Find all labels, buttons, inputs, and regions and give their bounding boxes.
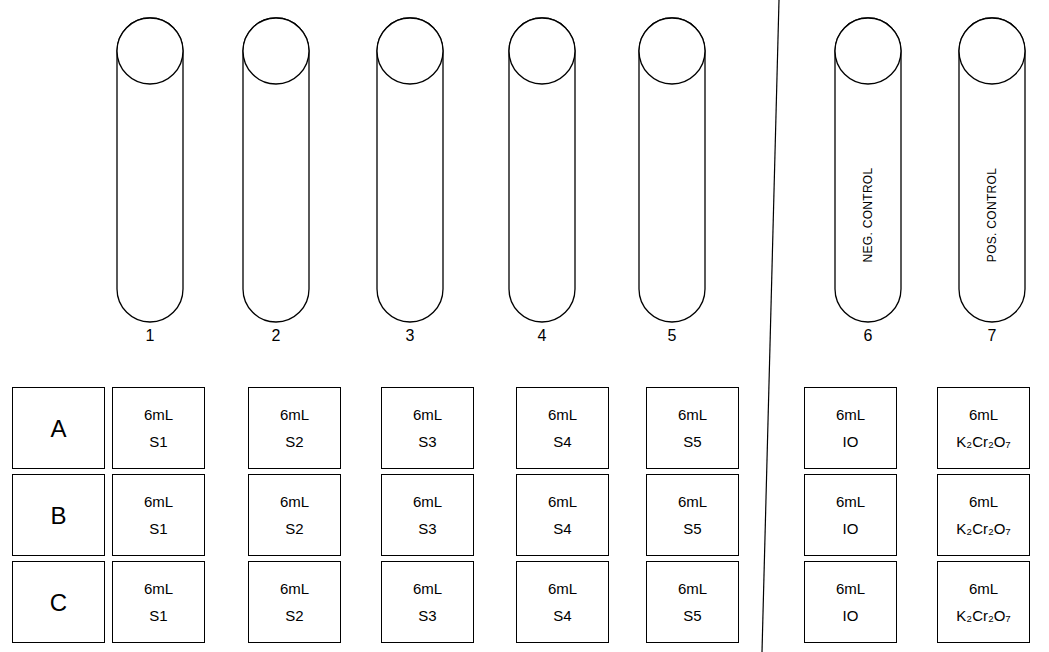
control-tube: NEG. CONTROL [835,18,901,322]
volume-text: 6mL [836,575,865,602]
control-label: POS. CONTROL [985,168,999,262]
tube-number: 4 [538,327,547,345]
sample-name: IO [843,602,859,629]
tube-number: 3 [406,327,415,345]
sample-name: IO [843,515,859,542]
row-label-box: C [12,561,105,643]
sample-name: S2 [285,602,303,629]
tube-number: 7 [988,327,997,345]
control-tube: POS. CONTROL [959,18,1025,322]
volume-text: 6mL [413,401,442,428]
sample-cell: 6mLK₂Cr₂O₇ [937,561,1030,643]
test-tube [509,18,575,322]
row-letter: C [50,589,67,616]
test-tube [243,18,309,322]
sample-cell: 6mLS3 [381,387,474,469]
row-label-box: B [12,474,105,556]
volume-text: 6mL [969,401,998,428]
test-tube [117,18,183,322]
sample-cell: 6mLS2 [248,387,341,469]
volume-text: 6mL [548,575,577,602]
sample-cell: 6mLS2 [248,474,341,556]
volume-text: 6mL [969,575,998,602]
sample-cell: 6mLS5 [646,474,739,556]
sample-name: S4 [553,602,571,629]
sample-cell: 6mLIO [804,474,897,556]
volume-text: 6mL [413,488,442,515]
sample-cell: 6mLIO [804,561,897,643]
sample-cell: 6mLS1 [112,561,205,643]
volume-text: 6mL [836,401,865,428]
sample-cell: 6mLK₂Cr₂O₇ [937,387,1030,469]
sample-name: K₂Cr₂O₇ [956,515,1010,542]
sample-cell: 6mLK₂Cr₂O₇ [937,474,1030,556]
sample-cell: 6mLS4 [516,474,609,556]
sample-cell: 6mLIO [804,387,897,469]
sample-name: S5 [683,428,701,455]
sample-cell: 6mLS2 [248,561,341,643]
sample-cell: 6mLS4 [516,387,609,469]
sample-name: S1 [149,515,167,542]
volume-text: 6mL [144,401,173,428]
control-label: NEG. CONTROL [861,168,875,263]
volume-text: 6mL [678,488,707,515]
sample-name: S2 [285,428,303,455]
sample-name: S2 [285,515,303,542]
sample-cell: 6mLS4 [516,561,609,643]
sample-cell: 6mLS1 [112,387,205,469]
volume-text: 6mL [678,401,707,428]
sample-name: S3 [418,602,436,629]
tube-number: 5 [668,327,677,345]
sample-name: K₂Cr₂O₇ [956,428,1010,455]
sample-cell: 6mLS5 [646,387,739,469]
test-tube [377,18,443,322]
volume-text: 6mL [280,488,309,515]
sample-name: S4 [553,428,571,455]
divider-line [762,0,779,652]
sample-name: K₂Cr₂O₇ [956,602,1010,629]
volume-text: 6mL [969,488,998,515]
sample-name: S1 [149,602,167,629]
volume-text: 6mL [836,488,865,515]
volume-text: 6mL [280,575,309,602]
volume-text: 6mL [280,401,309,428]
sample-name: S3 [418,515,436,542]
tube-number: 1 [146,327,155,345]
sample-name: S5 [683,602,701,629]
volume-text: 6mL [144,575,173,602]
volume-text: 6mL [144,488,173,515]
row-letter: A [50,415,66,442]
sample-name: S3 [418,428,436,455]
sample-cell: 6mLS3 [381,561,474,643]
volume-text: 6mL [413,575,442,602]
sample-cell: 6mLS5 [646,561,739,643]
sample-name: S5 [683,515,701,542]
sample-name: S1 [149,428,167,455]
volume-text: 6mL [548,488,577,515]
sample-name: IO [843,428,859,455]
tube-number: 6 [864,327,873,345]
volume-text: 6mL [678,575,707,602]
tube-number: 2 [272,327,281,345]
sample-cell: 6mLS3 [381,474,474,556]
volume-text: 6mL [548,401,577,428]
row-label-box: A [12,387,105,469]
test-tube [639,18,705,322]
row-letter: B [50,502,66,529]
sample-cell: 6mLS1 [112,474,205,556]
sample-name: S4 [553,515,571,542]
